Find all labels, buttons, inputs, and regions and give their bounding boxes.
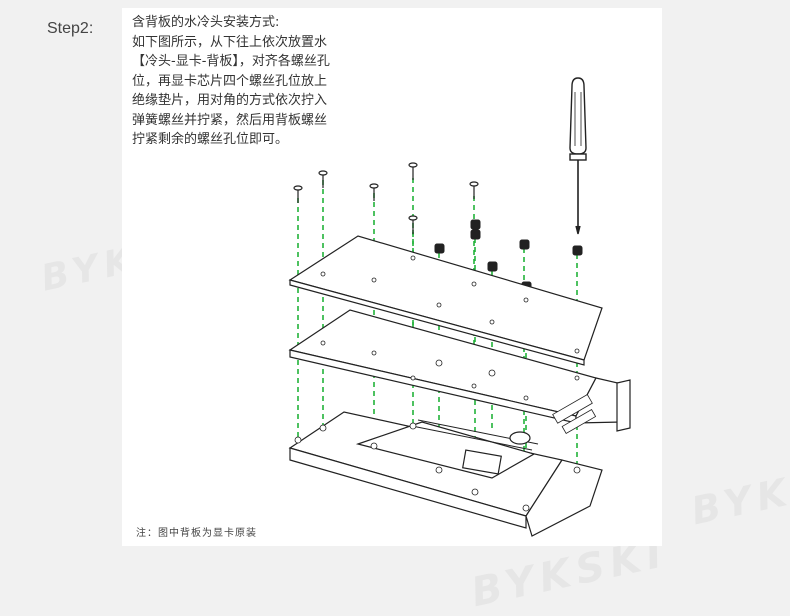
instruction-line: 【冷头-显卡-背板】，对齐各螺丝孔 <box>132 54 330 69</box>
instruction-line: 拧紧剩余的螺丝孔位即可。 <box>132 132 289 147</box>
screwdriver-icon <box>569 77 587 235</box>
assembly-diagram <box>288 77 631 537</box>
graphics-card <box>288 309 631 435</box>
step-label: Step2: <box>47 20 94 37</box>
water-block <box>288 411 603 537</box>
instruction-line: 含背板的水冷头安装方式: <box>132 15 280 30</box>
instruction-panel: 含背板的水冷头安装方式: 如下图所示，从下往上依次放置水 【冷头-显卡-背板】，… <box>122 8 662 546</box>
instruction-line: 位，再显卡芯片四个螺丝孔位放上 <box>132 73 328 89</box>
watermark: BYKSKI <box>687 450 790 534</box>
instruction-text: 含背板的水冷头安装方式: 如下图所示，从下往上依次放置水 【冷头-显卡-背板】，… <box>132 13 402 150</box>
nut-icon <box>434 219 583 292</box>
figure-note: 注：图中背板为显卡原装 <box>136 528 257 539</box>
instruction-line: 弹簧螺丝并拧紧，然后用背板螺丝 <box>132 112 328 128</box>
instruction-line: 绝缘垫片，用对角的方式依次拧入 <box>132 93 328 108</box>
backplate <box>288 235 603 366</box>
instruction-line: 如下图所示，从下往上依次放置水 <box>132 34 328 50</box>
screw-icon <box>293 162 479 234</box>
